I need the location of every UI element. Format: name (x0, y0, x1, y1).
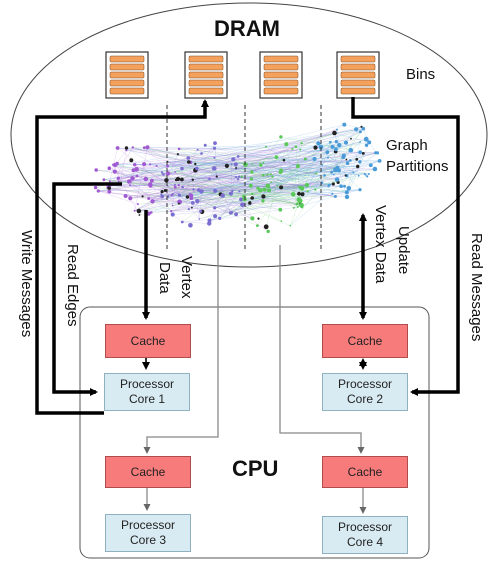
core-3-label-line1: Processor (121, 518, 175, 533)
graph-partitions (94, 123, 382, 233)
dram-region (11, 3, 487, 267)
cache-1: Cache (105, 324, 191, 358)
processor-core-2: Processor Core 2 (322, 373, 408, 411)
processor-core-1: Processor Core 1 (104, 373, 190, 411)
processor-core-3: Processor Core 3 (105, 514, 191, 552)
bins-label: Bins (406, 66, 435, 83)
core-4-label-line1: Processor (338, 520, 392, 535)
bin-2 (185, 52, 227, 98)
cache-3-label: Cache (131, 465, 166, 480)
core-2-label-line2: Core 2 (347, 392, 383, 407)
core-3-label-line2: Core 3 (130, 533, 166, 548)
cache-4: Cache (322, 456, 408, 488)
core-4-label-line2: Core 4 (347, 535, 383, 550)
update-vertex-data-label: Vertex Data (372, 205, 389, 283)
processor-core-4: Processor Core 4 (322, 516, 408, 554)
cache-3: Cache (105, 456, 191, 488)
cache-1-label: Cache (131, 334, 166, 349)
read-messages-label: Read Messages (468, 233, 485, 341)
write-messages-label: Write Messages (18, 230, 35, 337)
graph-partitions-label-line1: Graph (386, 137, 428, 154)
bin-4 (337, 52, 379, 98)
bin-3 (260, 52, 302, 98)
core-1-label-line2: Core 1 (129, 392, 165, 407)
vertex-data-label-line2: Data (156, 262, 173, 294)
core-2-label-line1: Processor (338, 377, 392, 392)
graph-partitions-label-line2: Partitions (386, 158, 449, 175)
cache-2-label: Cache (348, 334, 383, 349)
cpu-title: CPU (232, 456, 278, 482)
core-1-label-line1: Processor (120, 377, 174, 392)
cache-4-label: Cache (348, 465, 383, 480)
bin-1 (106, 52, 148, 98)
update-label: Update (395, 226, 412, 274)
dram-title: DRAM (214, 16, 280, 42)
read-edges-label: Read Edges (64, 244, 81, 327)
cache-2: Cache (322, 324, 408, 358)
vertex-data-label-line1: Vertex (178, 256, 195, 299)
bins-group (106, 52, 379, 98)
